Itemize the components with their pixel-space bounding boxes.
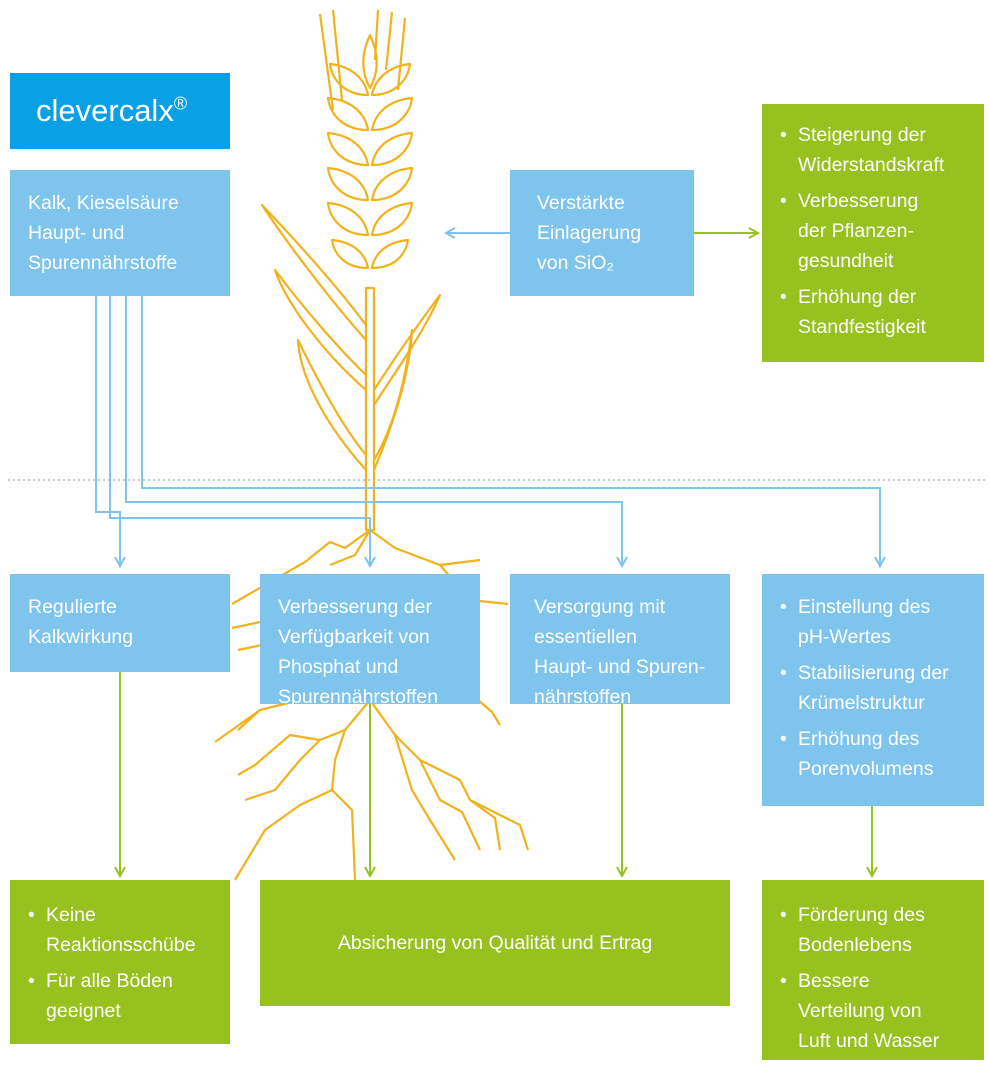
soil-effect-item: Einstellung des pH-Wertes <box>780 592 974 652</box>
input-connectors <box>95 296 880 566</box>
effect-line: Versorgung mit <box>534 596 666 618</box>
soil-effect-line: Einstellung des <box>798 596 931 618</box>
effect-line: Haupt- und Spuren- <box>534 656 706 678</box>
result-line: Luft und Wasser <box>798 1030 940 1052</box>
benefit-line: der Pflanzen- <box>798 220 914 242</box>
silica-benefits-box: Steigerung der Widerstandskraft Verbesse… <box>762 104 984 362</box>
registered-mark: ® <box>173 93 188 114</box>
soil-effect-item: Erhöhung des Porenvolumens <box>780 724 974 784</box>
input-ingredients-box: Kalk, Kieselsäure Haupt- und Spurennährs… <box>10 170 230 296</box>
wheat-plant-illustration <box>214 9 530 881</box>
effect-line: Phosphat und <box>278 656 399 678</box>
result-line: Bessere <box>798 970 870 992</box>
soil-effect-line: Stabilisierung der <box>798 662 949 684</box>
input-line: Kalk, Kieselsäure <box>28 192 179 214</box>
result-line: Verteilung von <box>798 1000 922 1022</box>
benefit-item: Verbesserung der Pflanzen- gesundheit <box>780 186 974 276</box>
result-left-box: Keine Reaktionsschübe Für alle Böden gee… <box>10 880 230 1044</box>
result-line: Für alle Böden <box>46 970 173 992</box>
result-line: Bodenlebens <box>798 934 912 956</box>
effect-line: Kalkwirkung <box>28 626 134 648</box>
silica-line: Verstärkte <box>537 192 625 214</box>
result-item: Förderung des Bodenlebens <box>780 900 974 960</box>
effect-box-nutrients: Versorgung mit essentiellen Haupt- und S… <box>510 574 730 708</box>
soil-effect-line: Erhöhung des <box>798 728 920 750</box>
effect-line: Verfügbarkeit von <box>278 626 430 648</box>
soil-effect-line: Krümelstruktur <box>798 692 925 714</box>
effect-line: Verbesserung der <box>278 596 432 618</box>
result-line: Keine <box>46 904 96 926</box>
benefit-line: Erhöhung der <box>798 286 917 308</box>
soil-effect-line: Porenvolumens <box>798 758 934 780</box>
benefit-line: Steigerung der <box>798 124 926 146</box>
benefit-item: Steigerung der Widerstandskraft <box>780 120 974 180</box>
soil-effect-item: Stabilisierung der Krümelstruktur <box>780 658 974 718</box>
result-line: Reaktionsschübe <box>46 934 196 956</box>
benefit-line: gesundheit <box>798 250 894 272</box>
result-center-text: Absicherung von Qualität und Ertrag <box>337 931 653 954</box>
result-item: Keine Reaktionsschübe <box>28 900 220 960</box>
brand-title-box: clevercalx® <box>10 73 230 149</box>
silica-line: Einlagerung <box>537 222 642 244</box>
result-center-box: Absicherung von Qualität und Ertrag <box>260 880 730 1006</box>
silica-line: von SiO₂ <box>537 252 614 274</box>
effect-line: nährstoffen <box>534 686 632 708</box>
benefit-line: Widerstandskraft <box>798 154 945 176</box>
result-line: geeignet <box>46 1000 121 1022</box>
result-arrows <box>120 672 872 876</box>
effect-box-phosphate: Verbesserung der Verfügbarkeit von Phosp… <box>260 574 480 708</box>
result-line: Förderung des <box>798 904 925 926</box>
result-item: Bessere Verteilung von Luft und Wasser <box>780 966 974 1056</box>
silica-storage-box: Verstärkte Einlagerung von SiO₂ <box>510 170 694 296</box>
input-line: Haupt- und <box>28 222 125 244</box>
benefit-item: Erhöhung der Standfestigkeit <box>780 282 974 342</box>
result-right-box: Förderung des Bodenlebens Bessere Vertei… <box>762 880 984 1060</box>
effect-line: Regulierte <box>28 596 117 618</box>
result-item: Für alle Böden geeignet <box>28 966 220 1026</box>
effect-line: essentiellen <box>534 626 637 648</box>
brand-title: clevercalx <box>36 93 174 128</box>
soil-effects-box: Einstellung des pH-Wertes Stabilisierung… <box>762 574 984 806</box>
effect-box-lime: Regulierte Kalkwirkung <box>10 574 230 672</box>
soil-effect-line: pH-Wertes <box>798 626 891 648</box>
benefit-line: Standfestigkeit <box>798 316 926 338</box>
input-line: Spurennährstoffe <box>28 252 178 274</box>
effect-line: Spurennährstoffen <box>278 686 439 708</box>
benefit-line: Verbesserung <box>798 190 919 212</box>
